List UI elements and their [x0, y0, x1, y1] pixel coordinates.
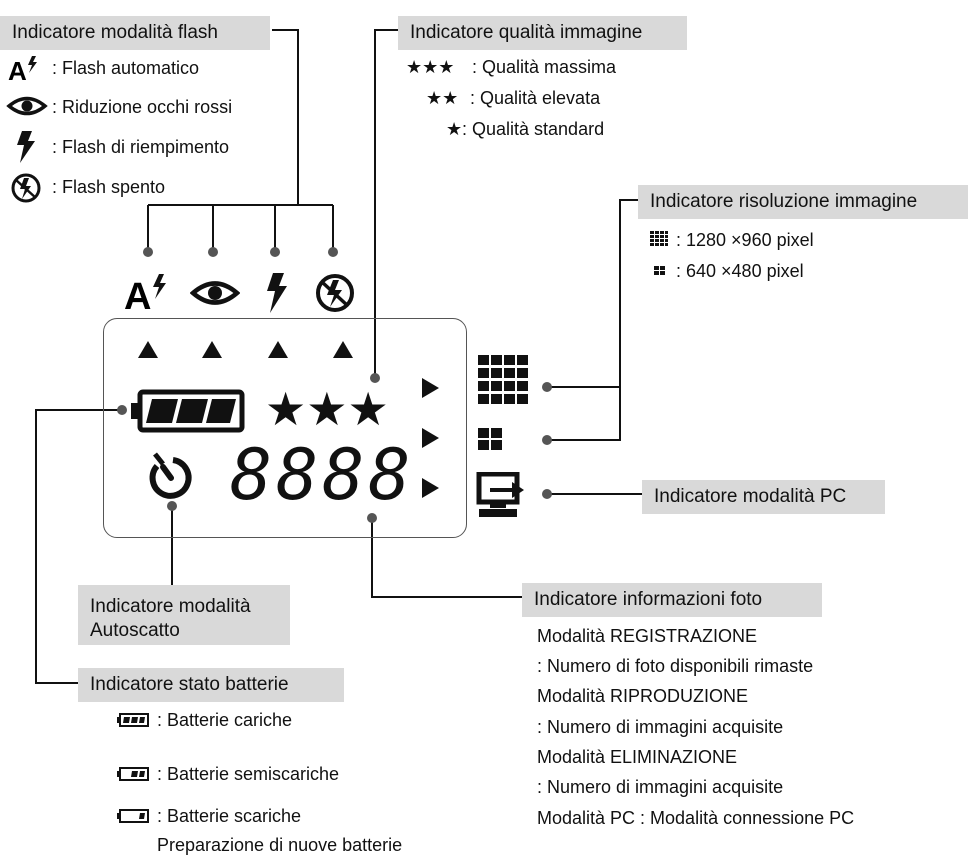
flash-auto-icon: A	[124, 274, 166, 312]
photo-info-line: : Numero di foto disponibili rimaste	[537, 656, 814, 676]
photo-info-line: Modalità REGISTRAZIONE	[537, 626, 758, 646]
quality-stars-standard: ★	[446, 119, 463, 139]
image-resolution-label: Indicatore risoluzione immagine	[638, 185, 968, 219]
photo-info-line: : Numero di immagini acquisite	[537, 717, 784, 737]
flash-fill-text: : Flash di riempimento	[52, 137, 230, 157]
flash-fill-icon	[267, 273, 287, 313]
pc-pointer-icon	[422, 478, 439, 498]
photo-info-label: Indicatore informazioni foto	[522, 583, 822, 617]
low-resolution-icon	[478, 428, 502, 450]
high-resolution-icon	[478, 355, 528, 404]
photo-info-line: Modalità RIPRODUZIONE	[537, 686, 749, 706]
photo-info-line: Modalità PC : Modalità connessione PC	[537, 808, 855, 828]
flash-fill-icon	[17, 131, 35, 163]
flash-mode-label: Indicatore modalità flash	[0, 16, 270, 50]
red-eye-icon	[190, 281, 240, 305]
svg-text:A: A	[124, 276, 151, 312]
pc-mode-label: Indicatore modalità PC	[642, 480, 885, 514]
image-quality-label: Indicatore qualità immagine	[398, 16, 687, 50]
quality-standard-text: : Qualità standard	[462, 119, 605, 139]
battery-full-icon	[117, 713, 149, 727]
flash-pointer-icon	[333, 341, 353, 358]
self-timer-label: Indicatore modalità Autoscatto	[78, 585, 290, 645]
resolution-pointer-icon	[422, 378, 439, 398]
battery-half-icon	[117, 767, 149, 781]
battery-note-text: Preparazione di nuove batterie	[157, 835, 403, 855]
lcd-quality-stars: ★★★	[265, 383, 389, 435]
self-timer-icon	[149, 452, 192, 499]
red-eye-text: : Riduzione occhi rossi	[52, 97, 233, 117]
lcd-counter-digits: 8888	[230, 434, 415, 516]
high-resolution-text: : 1280 ×960 pixel	[676, 230, 814, 250]
low-resolution-text: : 640 ×480 pixel	[676, 261, 804, 281]
self-timer-label-line2: Autoscatto	[90, 620, 180, 641]
battery-low-icon	[117, 809, 149, 823]
flash-pointer-icon	[138, 341, 158, 358]
quality-stars-high: ★★	[426, 88, 459, 108]
flash-off-text: : Flash spento	[52, 177, 166, 197]
flash-auto-text: : Flash automatico	[52, 58, 200, 78]
photo-info-line: Modalità ELIMINAZIONE	[537, 747, 738, 767]
battery-full-text: : Batterie cariche	[157, 710, 293, 730]
battery-half-text: : Batterie semiscariche	[157, 764, 340, 784]
pc-mode-icon	[476, 472, 524, 517]
high-resolution-icon	[650, 231, 668, 246]
battery-low-text: : Batterie scariche	[157, 806, 302, 826]
red-eye-icon	[6, 96, 48, 116]
self-timer-label-line1: Indicatore modalità	[90, 596, 251, 617]
quality-stars-max: ★★★	[406, 57, 455, 77]
flash-pointer-icon	[268, 341, 288, 358]
photo-info-line: : Numero di immagini acquisite	[537, 777, 784, 797]
flash-pointer-icon	[202, 341, 222, 358]
flash-off-icon	[11, 173, 41, 203]
low-resolution-icon	[654, 266, 665, 275]
resolution-pointer-icon	[422, 428, 439, 448]
flash-off-icon	[316, 274, 354, 312]
lcd-panel	[103, 318, 467, 538]
battery-status-label: Indicatore stato batterie	[78, 668, 344, 702]
quality-high-text: : Qualità elevata	[470, 88, 601, 108]
quality-max-text: : Qualità massima	[472, 57, 617, 77]
svg-text:A: A	[8, 56, 27, 84]
flash-auto-icon: A	[8, 56, 37, 84]
battery-full-icon	[131, 389, 245, 433]
